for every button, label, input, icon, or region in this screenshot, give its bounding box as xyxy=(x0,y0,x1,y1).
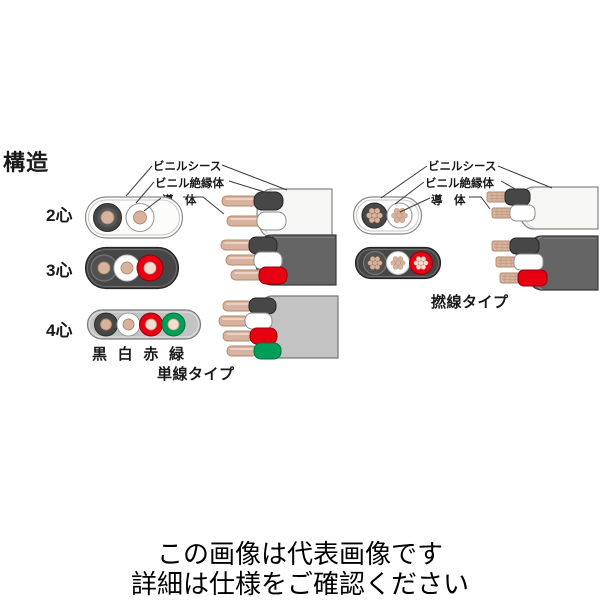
caption-solid-type: 単線タイプ xyxy=(157,366,235,383)
core-white xyxy=(386,202,413,229)
sheath-inner-line xyxy=(356,199,419,232)
core-green xyxy=(161,312,186,337)
sheath-inner-line xyxy=(88,199,180,236)
sheath-rim xyxy=(89,311,199,338)
color-label-black: 黒 xyxy=(92,346,108,363)
conductor xyxy=(120,261,134,275)
color-label-white: 白 xyxy=(117,346,133,363)
wire-red xyxy=(222,327,278,345)
core-black xyxy=(362,250,388,276)
wire-red xyxy=(230,266,288,285)
sheath-rim xyxy=(357,249,439,277)
core-black xyxy=(94,312,118,337)
cable-3d-2core-stranded xyxy=(486,186,599,230)
caption-stranded-type: 撚線タイプ xyxy=(431,294,509,311)
wire-black xyxy=(222,297,277,315)
row-label-2core: 2心 xyxy=(46,206,73,225)
core-color-labels: 黒 白 赤 緑 xyxy=(92,343,184,364)
core-white xyxy=(116,312,141,337)
wire-black xyxy=(221,191,284,211)
cable-3d-3core-solid xyxy=(220,234,337,286)
row-label-3core: 3心 xyxy=(46,261,73,280)
conductor xyxy=(100,210,115,225)
conductor xyxy=(145,318,157,331)
core-black xyxy=(90,254,118,282)
conductor xyxy=(100,318,112,331)
callout-sheath-solid: ビニルシース xyxy=(153,161,222,173)
conductor xyxy=(97,261,111,275)
wire-white xyxy=(491,204,536,222)
wire-red xyxy=(499,269,548,287)
callout-insulation-solid: ビニル絶縁体 xyxy=(155,178,224,190)
color-label-red: 赤 xyxy=(143,346,159,363)
conductor xyxy=(167,318,180,331)
color-label-green: 緑 xyxy=(168,346,184,363)
wire-black xyxy=(220,236,278,255)
wire-white xyxy=(226,211,287,231)
wire-green xyxy=(226,342,282,360)
core-red xyxy=(136,254,164,282)
core-white xyxy=(386,251,410,275)
disclaimer-line2: 詳細は仕様をご確認ください xyxy=(130,569,469,599)
cross-section-4core-solid xyxy=(86,309,202,340)
disclaimer: この画像は代表画像です 詳細は仕様をご確認ください xyxy=(0,539,600,599)
cross-section-2core-solid xyxy=(84,196,184,239)
leader-sheath-to-xsec-solid xyxy=(125,165,153,197)
row-label-4core: 4心 xyxy=(46,321,73,340)
core-white xyxy=(113,254,141,282)
section-heading: 構造 xyxy=(3,150,50,175)
cable-3d-4core-solid xyxy=(218,295,339,360)
callout-conductor-stranded: 導 体 xyxy=(431,195,466,207)
disclaimer-line1: この画像は代表画像です xyxy=(156,539,443,569)
wire-white xyxy=(218,312,273,330)
core-red xyxy=(409,251,433,275)
wire-black xyxy=(486,188,531,206)
cross-section-3core-stranded xyxy=(354,246,442,280)
core-red xyxy=(139,312,163,337)
conductor xyxy=(143,261,157,275)
cross-section-2core-stranded xyxy=(352,196,423,235)
core-white xyxy=(125,202,155,233)
callout-insulation-stranded: ビニル絶縁体 xyxy=(425,178,494,190)
conductor xyxy=(122,318,135,331)
sheath-rim xyxy=(87,249,177,287)
wire-white xyxy=(225,251,283,270)
wire-white xyxy=(495,253,544,271)
conductor xyxy=(133,210,147,225)
callout-sheath-stranded: ビニルシース xyxy=(428,161,497,173)
core-black xyxy=(361,202,388,229)
cable-3d-3core-stranded xyxy=(491,235,599,291)
cross-section-3core-solid xyxy=(84,246,180,290)
wire-black xyxy=(491,237,540,255)
core-black xyxy=(93,203,122,232)
